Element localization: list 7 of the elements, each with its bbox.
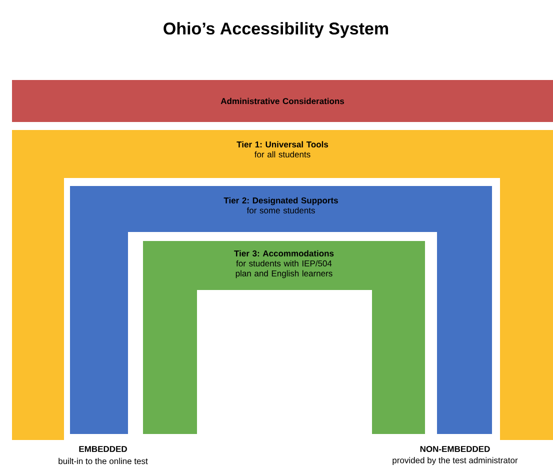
tier-arch: Tier 3: Accommodations for students with IEP/504 plan and English learners [143, 241, 425, 434]
side-heading: NON-EMBEDDED [420, 446, 490, 452]
side-heading: EMBEDDED [79, 446, 127, 452]
side-note: built-in to the online test [58, 458, 148, 464]
band: Administrative Considerations [12, 80, 553, 122]
title: Ohio’s Accessibility System [164, 22, 388, 38]
side-note: provided by the test administrator [392, 457, 518, 465]
